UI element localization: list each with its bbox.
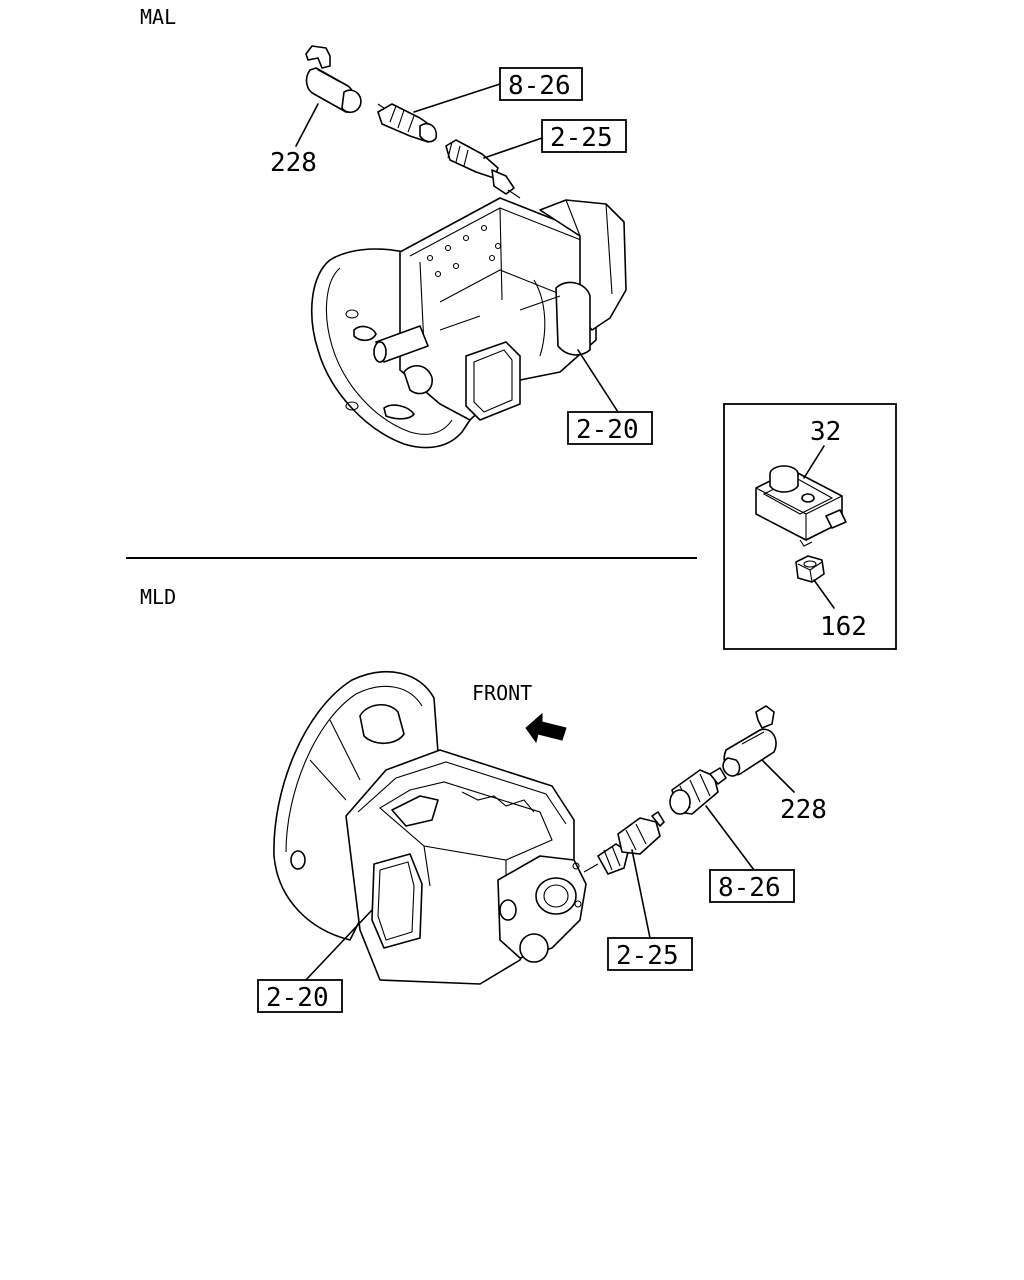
callout-2-20-top: 2-20 bbox=[576, 415, 639, 445]
leader-2-20-top bbox=[577, 349, 619, 413]
section-label-mal: MAL bbox=[140, 5, 176, 29]
leader-228-top bbox=[295, 103, 319, 147]
callout-228-bottom: 228 bbox=[780, 795, 827, 825]
front-label: FRONT bbox=[472, 681, 532, 705]
leader-2-20-bottom bbox=[303, 909, 373, 983]
leader-2-25-top bbox=[483, 137, 543, 159]
inset-module-part-32 bbox=[755, 465, 847, 547]
front-arrow-icon bbox=[525, 712, 567, 744]
ref-box-8-26-top bbox=[499, 67, 583, 101]
ref-box-2-20-top bbox=[567, 411, 653, 445]
inset-frame bbox=[723, 403, 897, 650]
callout-8-26-bottom: 8-26 bbox=[718, 873, 781, 903]
leader-32 bbox=[803, 445, 825, 479]
ref-box-2-25-bottom bbox=[607, 937, 693, 971]
callout-162: 162 bbox=[820, 612, 867, 642]
leader-2-25-bottom bbox=[631, 849, 651, 939]
callout-228-top: 228 bbox=[270, 148, 317, 178]
speed-sensor-shaft-top bbox=[445, 139, 521, 199]
leader-8-26-bottom bbox=[705, 805, 755, 871]
transmission-housing-bottom bbox=[273, 670, 587, 985]
leader-228-bottom bbox=[761, 759, 795, 793]
sensor-body-bottom bbox=[669, 767, 727, 815]
leader-8-26-top bbox=[413, 83, 501, 113]
connector-cover-part-228-top bbox=[305, 45, 362, 114]
ref-box-8-26-bottom bbox=[709, 869, 795, 903]
inset-nut-part-162 bbox=[795, 555, 825, 583]
ref-box-2-25-top bbox=[541, 119, 627, 153]
transmission-housing-top bbox=[310, 197, 627, 449]
speed-sensor-shaft-bottom bbox=[583, 811, 665, 875]
section-label-mld: MLD bbox=[140, 585, 176, 609]
callout-2-25-bottom: 2-25 bbox=[616, 941, 679, 971]
callout-2-20-bottom: 2-20 bbox=[266, 983, 329, 1013]
leader-162 bbox=[813, 579, 835, 609]
callout-2-25-top: 2-25 bbox=[550, 123, 613, 153]
callout-32: 32 bbox=[810, 417, 841, 447]
ref-box-2-20-bottom bbox=[257, 979, 343, 1013]
sensor-body-top bbox=[377, 103, 438, 143]
callout-8-26-top: 8-26 bbox=[508, 71, 571, 101]
connector-cover-part-228-bottom bbox=[722, 705, 777, 777]
